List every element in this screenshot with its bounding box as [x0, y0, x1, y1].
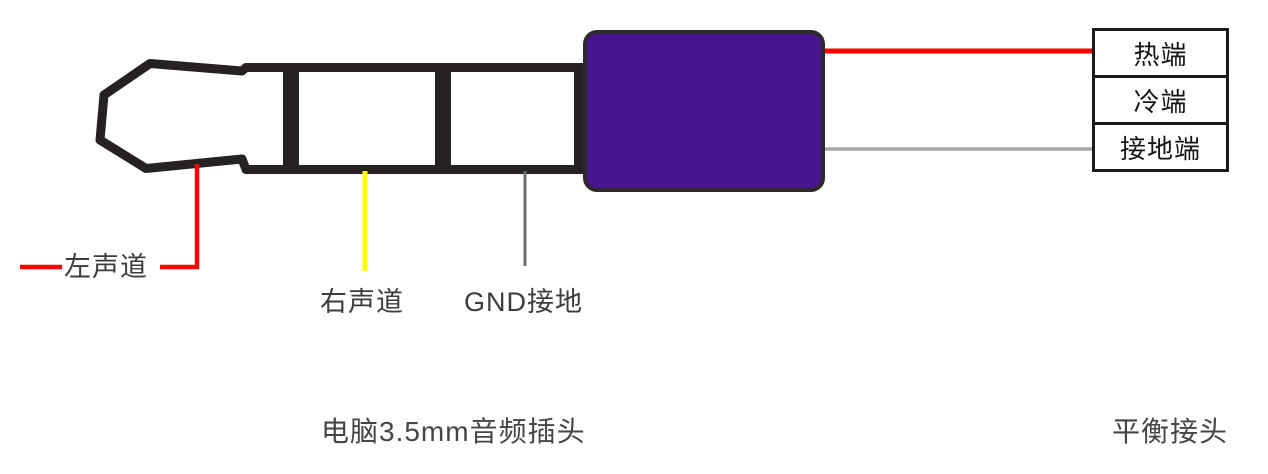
- terminal-row-cold: 冷端: [1092, 75, 1229, 125]
- ring-separator-2: [435, 63, 451, 174]
- wire-left-channel-red: [20, 164, 200, 270]
- label-gnd: GND接地: [464, 287, 583, 317]
- caption-plug: 电脑3.5mm音频插头: [321, 416, 586, 447]
- terminal-row-hot: 热端: [1092, 28, 1229, 78]
- ring-separator-1: [283, 63, 299, 174]
- label-left-channel: 左声道: [64, 252, 148, 282]
- label-right-channel: 右声道: [320, 287, 404, 317]
- plug-body: [583, 30, 825, 192]
- plug-tip-and-shaft-outline: [95, 59, 590, 174]
- terminal-table: 热端 冷端 接地端: [1092, 28, 1229, 172]
- terminal-row-ground: 接地端: [1092, 122, 1229, 172]
- caption-connector: 平衡接头: [1112, 416, 1229, 447]
